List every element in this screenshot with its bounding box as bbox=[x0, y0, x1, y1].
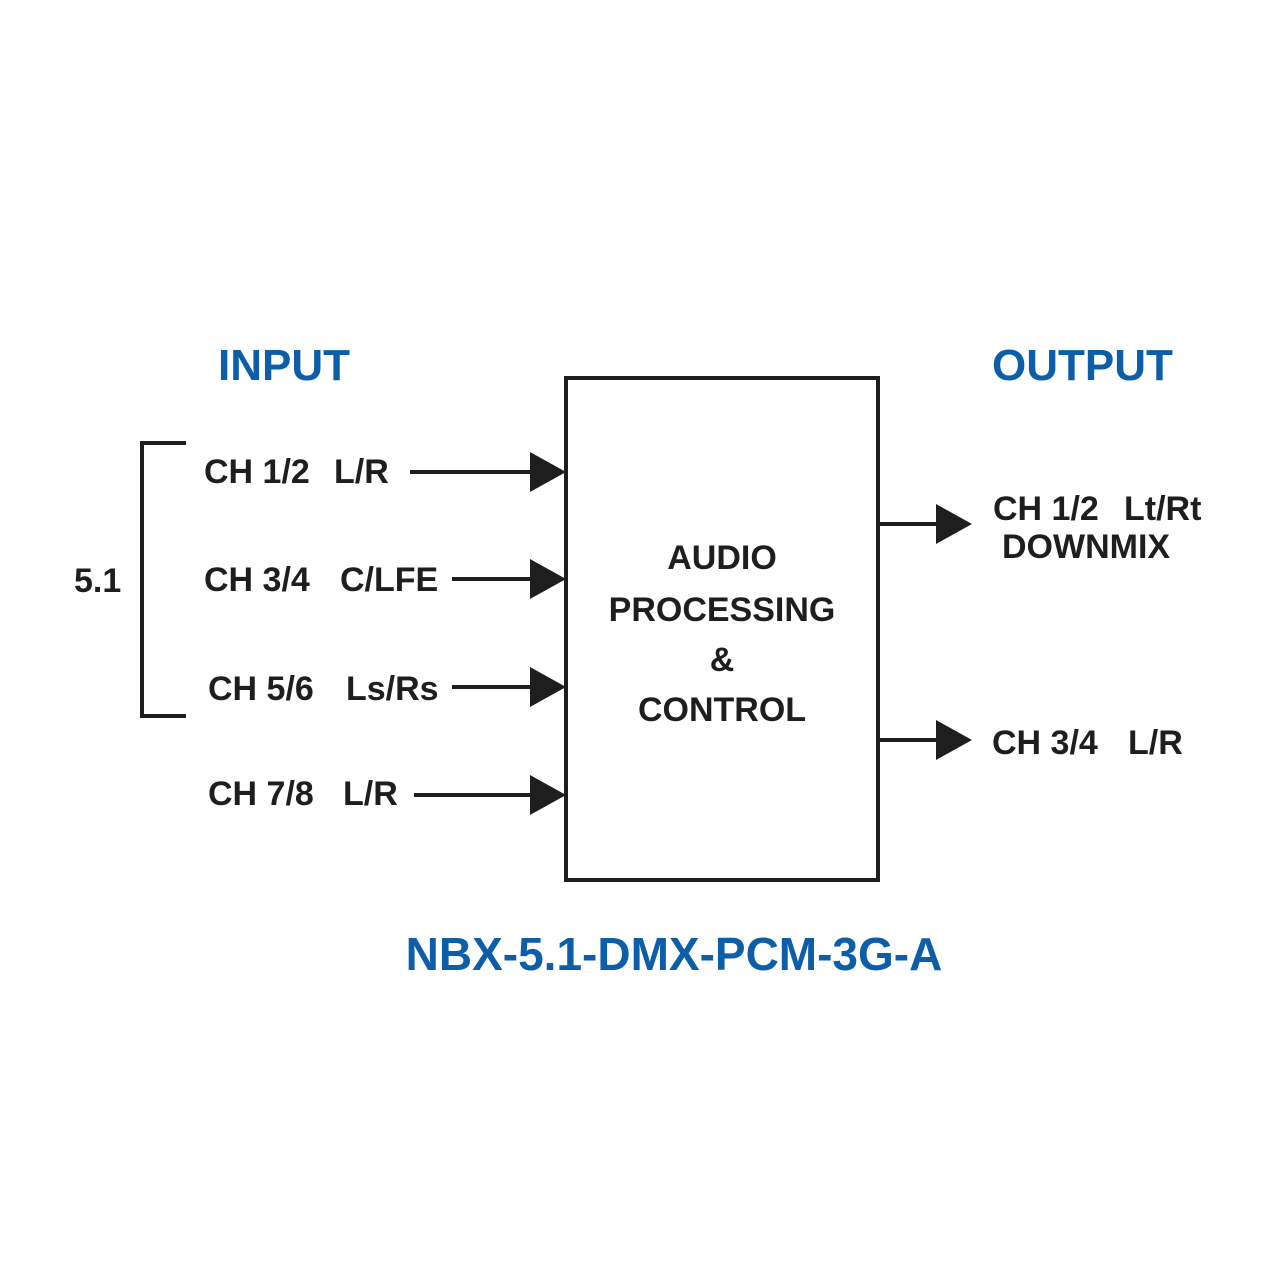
output-1-channel: CH 1/2 bbox=[993, 490, 1099, 528]
output-1-subtitle: DOWNMIX bbox=[1002, 528, 1170, 566]
processor-line-3: & bbox=[710, 641, 735, 679]
surround-group-bracket bbox=[140, 441, 186, 718]
output-1-signal: Lt/Rt bbox=[1124, 490, 1201, 528]
input-1-arrow bbox=[410, 452, 566, 492]
output-2-channel: CH 3/4 bbox=[992, 724, 1098, 762]
input-3-signal: Ls/Rs bbox=[346, 670, 439, 708]
output-heading: OUTPUT bbox=[992, 341, 1173, 390]
model-name: NBX-5.1-DMX-PCM-3G-A bbox=[406, 928, 943, 980]
output-2-signal: L/R bbox=[1128, 724, 1183, 762]
input-3-channel: CH 5/6 bbox=[208, 670, 314, 708]
input-4-arrow bbox=[414, 775, 566, 815]
input-2-arrow bbox=[452, 559, 566, 599]
output-2-arrow bbox=[878, 720, 972, 760]
input-1-signal: L/R bbox=[334, 453, 389, 491]
processor-line-4: CONTROL bbox=[638, 691, 806, 729]
input-2-signal: C/LFE bbox=[340, 561, 438, 599]
input-3-arrow bbox=[452, 667, 566, 707]
input-4-signal: L/R bbox=[343, 775, 398, 813]
processor-line-1: AUDIO bbox=[667, 539, 777, 577]
output-1-arrow bbox=[878, 504, 972, 544]
audio-processing-box bbox=[564, 376, 880, 882]
processor-line-2: PROCESSING bbox=[609, 591, 836, 629]
input-heading: INPUT bbox=[218, 341, 350, 390]
input-4-channel: CH 7/8 bbox=[208, 775, 314, 813]
surround-group-label: 5.1 bbox=[74, 562, 121, 600]
input-1-channel: CH 1/2 bbox=[204, 453, 310, 491]
input-2-channel: CH 3/4 bbox=[204, 561, 310, 599]
